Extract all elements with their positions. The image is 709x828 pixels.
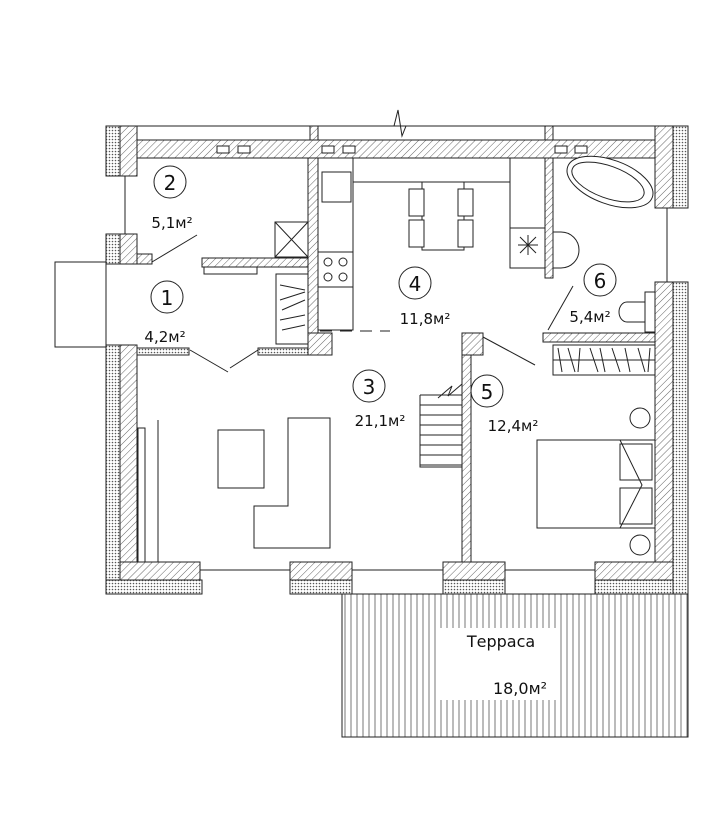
entry-porch (54, 261, 107, 348)
exterior-walls (105, 109, 689, 595)
room-1: 1 4,2м² (144, 280, 186, 346)
room-area: 5,1м² (151, 214, 192, 232)
furniture (137, 155, 656, 563)
room-number: 3 (363, 375, 376, 399)
terrace-area: 18,0м² (493, 679, 547, 698)
room-area: 21,1м² (355, 412, 406, 430)
room-area: 12,4м² (488, 417, 539, 435)
room-number: 6 (594, 269, 607, 293)
room-number: 5 (481, 380, 494, 404)
room-5: 5 12,4м² (470, 374, 539, 435)
room-2: 2 5,1м² (151, 165, 193, 232)
room-4: 4 11,8м² (398, 266, 451, 328)
interior-walls (136, 157, 656, 563)
room-6: 6 5,4м² (569, 263, 617, 326)
room-number: 2 (164, 171, 177, 195)
room-number: 1 (161, 286, 174, 310)
room-number: 4 (409, 272, 422, 296)
room-area: 4,2м² (144, 328, 185, 346)
room-3: 3 21,1м² (352, 369, 406, 430)
room-area: 11,8м² (400, 310, 451, 328)
terrace-label: Терраса (466, 632, 535, 651)
room-area: 5,4м² (569, 308, 610, 326)
